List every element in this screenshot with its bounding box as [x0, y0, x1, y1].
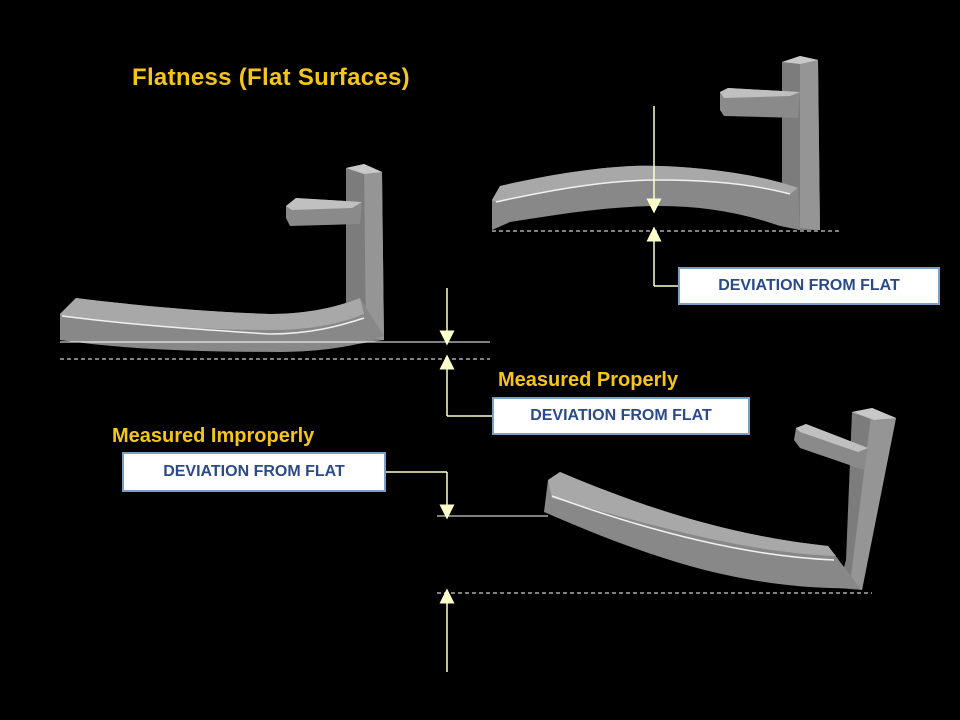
- caption-measured-improperly: Measured Improperly: [112, 425, 315, 447]
- deviation-label-top: DEVIATION FROM FLAT: [678, 267, 940, 305]
- caption-measured-properly: Measured Properly: [498, 369, 679, 391]
- part-middle-left: [60, 164, 384, 352]
- slide-title: Flatness (Flat Surfaces): [132, 64, 410, 91]
- deviation-label-bottom: DEVIATION FROM FLAT: [122, 452, 386, 492]
- part-bottom-right: [544, 408, 896, 590]
- deviation-label-middle: DEVIATION FROM FLAT: [492, 397, 750, 435]
- part-top-right: [492, 56, 820, 230]
